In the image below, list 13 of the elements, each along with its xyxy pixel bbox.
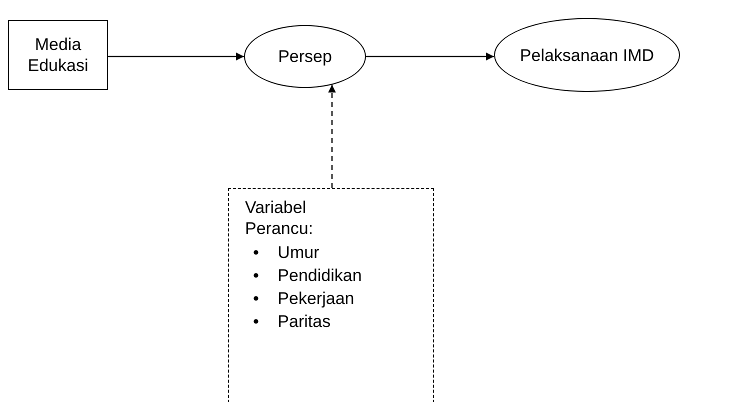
process-box [8,20,108,90]
list-item: • Umur [252,242,320,264]
arrow [108,52,244,60]
dashed-box [228,188,434,402]
node-label: Pelaksanaan IMD [518,44,656,66]
node-heading: Variabel Perancu: [245,197,314,239]
list-item: • Paritas [252,311,332,333]
node-label: Persep [277,46,333,67]
list-item: • Pendidikan [252,265,363,287]
list-item: • Pekerjaan [252,288,356,310]
arrow [366,52,494,60]
arrow [328,84,336,188]
node-label: Media Edukasi [26,34,90,76]
